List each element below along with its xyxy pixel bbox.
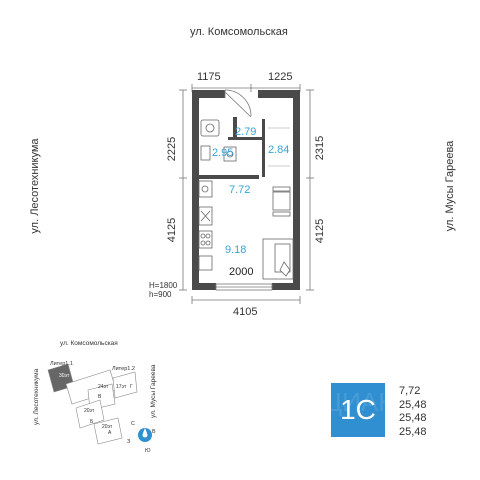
window-height-line2: h=900 (149, 290, 172, 299)
room-area-living: 9.18 (225, 244, 247, 256)
site-street-right: ул. Мусы Гареева (150, 364, 157, 418)
compass-west: З (127, 439, 131, 445)
badge-watermark: ЦИАН (331, 387, 385, 417)
area-total-value: 25,48 (399, 412, 427, 424)
door-entrance (224, 89, 252, 118)
compass-east: В (152, 429, 156, 435)
site-floors-17: 17эт (116, 384, 127, 390)
apartment-type-label: 1С (340, 394, 376, 425)
area-total-coef-value: 25,48 (399, 425, 427, 438)
kitchen-appliances (198, 180, 213, 271)
room-area-corridor: 2.79 (235, 126, 257, 138)
walls (192, 90, 300, 290)
site-floors-20b: 20эт (102, 424, 113, 430)
apartment-type-badge: ЦИАН 1С (331, 383, 385, 437)
bathroom-fixtures (200, 119, 237, 162)
site-section-b: Б (90, 419, 94, 425)
site-street-left: ул. Лесотехникума (33, 368, 40, 425)
window-width-label: 2000 (229, 266, 254, 278)
street-top-label: ул. Комсомольская (190, 26, 288, 38)
site-section-g: Г (130, 384, 133, 390)
dim-top-right: 1225 (268, 71, 293, 83)
compass-icon (138, 428, 152, 442)
site-section-a: А (108, 430, 112, 436)
room-area-bathroom: 2.95 (212, 147, 234, 159)
compass-north: С (131, 421, 135, 427)
apartment-areas-list: 7,72 25,48 25,48 25,48 (399, 385, 427, 439)
site-section-v: В (98, 394, 102, 400)
site-street-top: ул. Комсомольская (60, 340, 118, 347)
dim-top-left: 1175 (197, 71, 221, 83)
area-living-value: 25,48 (399, 398, 427, 411)
area-kitchen-value: 7,72 (399, 385, 421, 397)
site-litera-1-1: Литер1.1 (50, 361, 73, 367)
compass-south: Ю (145, 448, 151, 454)
site-litera-1-2: Литер1.2 (112, 366, 135, 372)
dim-bottom: 4105 (233, 306, 258, 318)
window-bottom (215, 283, 273, 291)
wardrobe-shelves (268, 127, 290, 167)
window-height-line1: H=1800 (149, 281, 178, 290)
site-floors-30: 30эт (59, 373, 70, 379)
room-area-kitchen: 7.72 (229, 184, 251, 196)
site-floors-20a: 20эт (84, 408, 95, 414)
window-height-note: H=1800 h=900 (149, 281, 177, 299)
furniture (262, 186, 294, 280)
site-floors-24: 24эт (98, 384, 109, 390)
room-area-wardrobe: 2.84 (268, 144, 290, 156)
